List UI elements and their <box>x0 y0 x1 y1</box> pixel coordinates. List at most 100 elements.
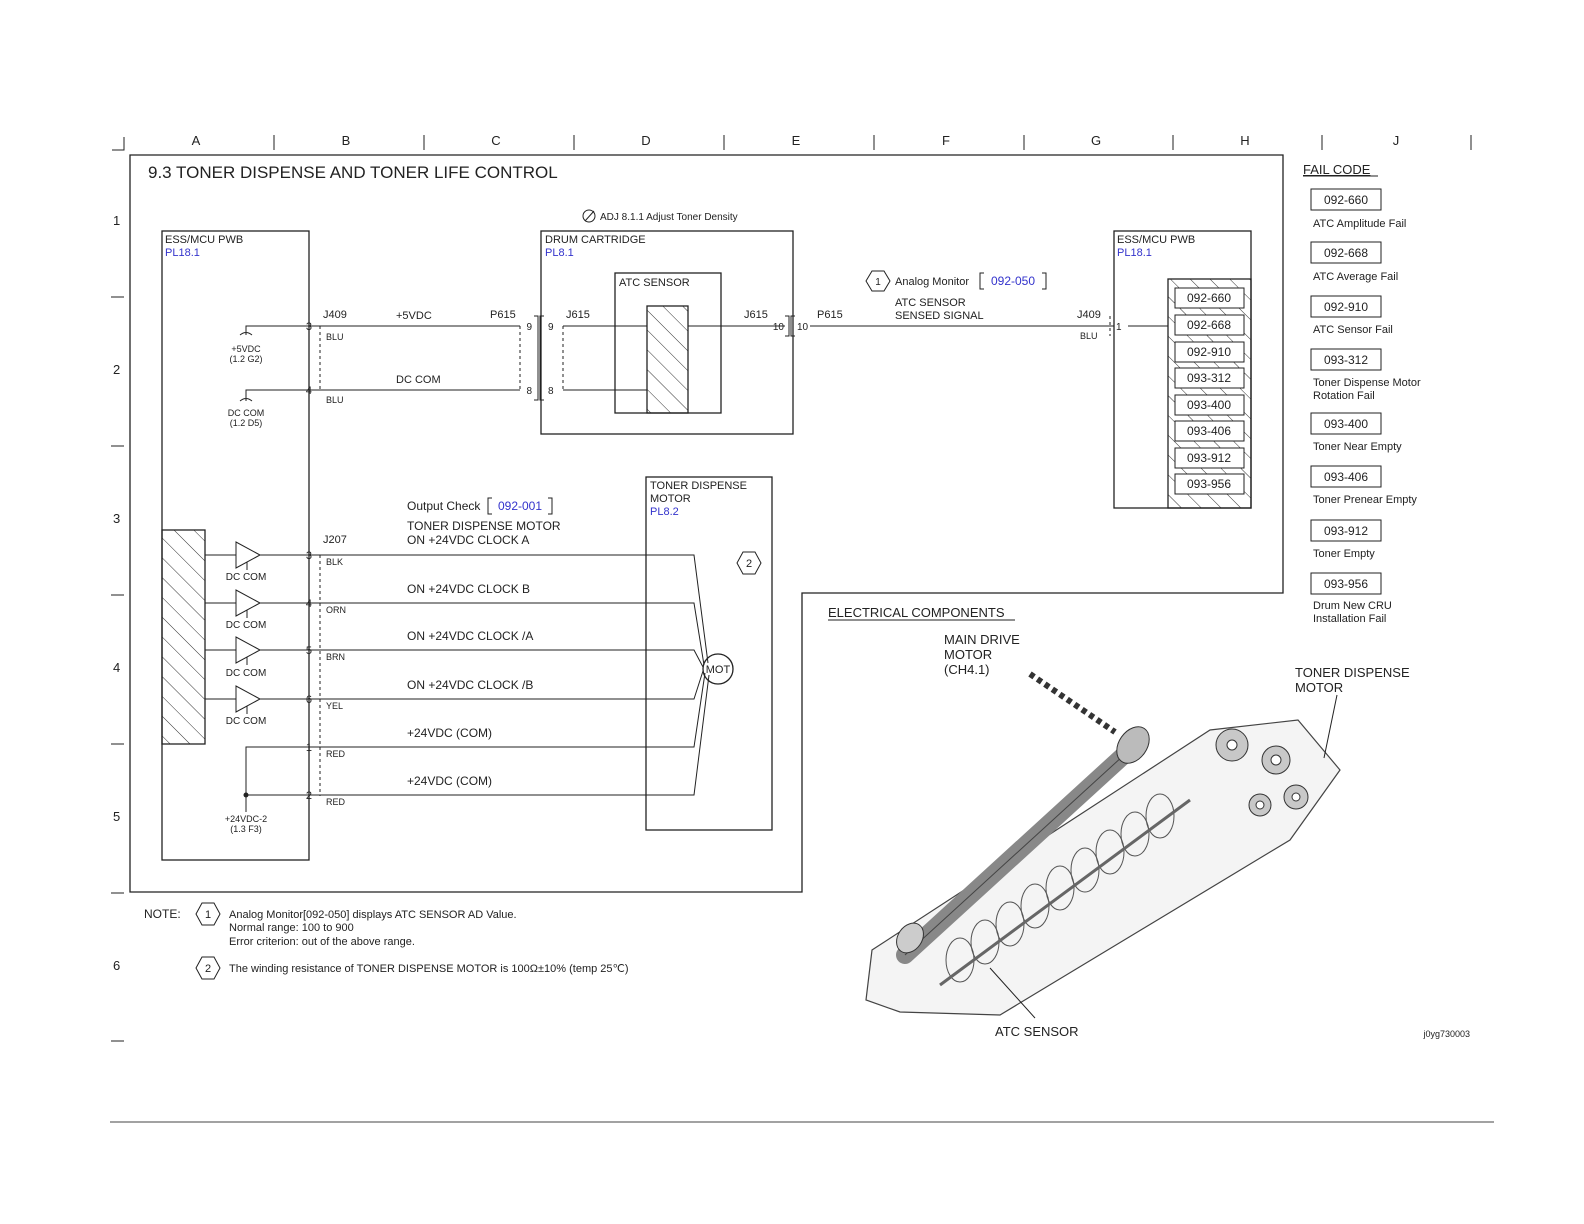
analog-monitor-link[interactable]: 092-050 <box>979 272 1047 290</box>
svg-text:DC COM: DC COM <box>226 668 267 679</box>
svg-text:DRUM CARTRIDGE: DRUM CARTRIDGE <box>545 234 646 246</box>
svg-text:Drum New CRU: Drum New CRU <box>1313 600 1392 612</box>
svg-text:Toner Prenear Empty: Toner Prenear Empty <box>1313 494 1417 506</box>
motor-drivers <box>205 541 309 714</box>
motor-ref-link[interactable]: PL8.2 <box>650 506 679 518</box>
supply-5vdc: +5VDC (1.2 G2) <box>229 325 309 364</box>
svg-text:1: 1 <box>1116 322 1122 333</box>
svg-text:YEL: YEL <box>326 701 343 711</box>
svg-text:Toner Empty: Toner Empty <box>1313 548 1375 560</box>
svg-text:ON +24VDC CLOCK B: ON +24VDC CLOCK B <box>407 582 530 596</box>
svg-text:092-668: 092-668 <box>1324 246 1368 260</box>
svg-text:9: 9 <box>548 322 554 333</box>
svg-text:DC COM: DC COM <box>396 374 441 386</box>
svg-text:1: 1 <box>306 742 312 754</box>
svg-text:1: 1 <box>875 277 881 288</box>
svg-text:Error criterion: out of the ab: Error criterion: out of the above range. <box>229 936 415 948</box>
svg-text:Installation Fail: Installation Fail <box>1313 613 1386 625</box>
svg-text:ADJ 8.1.1 Adjust Toner Density: ADJ 8.1.1 Adjust Toner Density <box>600 212 738 223</box>
row-label: 1 <box>113 213 120 228</box>
svg-text:ATC Sensor Fail: ATC Sensor Fail <box>1313 324 1393 336</box>
svg-text:DC COM: DC COM <box>228 408 265 418</box>
svg-text:DC COM: DC COM <box>226 716 267 727</box>
svg-text:(1.2 G2): (1.2 G2) <box>229 354 262 364</box>
svg-text:093-312: 093-312 <box>1187 371 1231 385</box>
svg-text:10: 10 <box>773 322 785 333</box>
svg-text:ATC Average Fail: ATC Average Fail <box>1313 271 1398 283</box>
note-2: 2 The winding resistance of TONER DISPEN… <box>195 956 629 980</box>
svg-text:ATC SENSOR: ATC SENSOR <box>895 297 966 309</box>
svg-text:8: 8 <box>548 386 554 397</box>
diagram-frame <box>129 154 1284 893</box>
svg-text:ON +24VDC CLOCK A: ON +24VDC CLOCK A <box>407 533 529 547</box>
svg-text:(CH4.1): (CH4.1) <box>944 662 990 677</box>
svg-text:2: 2 <box>306 790 312 802</box>
col-label: E <box>792 133 801 148</box>
col-label: G <box>1091 133 1101 148</box>
svg-text:3: 3 <box>306 321 312 333</box>
svg-text:10: 10 <box>797 322 809 333</box>
row-label: 2 <box>113 362 120 377</box>
toner-dispense-motor-box <box>645 476 773 831</box>
svg-text:092-910: 092-910 <box>1324 300 1368 314</box>
svg-text:4: 4 <box>306 385 312 397</box>
note-marker-2: 2 <box>736 551 762 575</box>
svg-text:+5VDC: +5VDC <box>396 310 432 322</box>
col-label: J <box>1393 133 1400 148</box>
supply-dc-com: DC COM (1.2 D5) <box>228 389 309 428</box>
ess-left-ref-link[interactable]: PL18.1 <box>165 247 200 259</box>
conn-j615-right: J615 <box>744 309 768 321</box>
svg-text:TONER DISPENSE MOTOR: TONER DISPENSE MOTOR <box>407 519 561 533</box>
svg-text:092-660: 092-660 <box>1324 193 1368 207</box>
motor-wires <box>309 554 710 796</box>
row-label: 6 <box>113 958 120 973</box>
svg-text:MOT: MOT <box>706 664 731 676</box>
components-heading: ELECTRICAL COMPONENTS <box>828 605 1005 620</box>
svg-text:BLU: BLU <box>326 395 344 405</box>
svg-text:+24VDC (COM): +24VDC (COM) <box>407 726 492 740</box>
svg-text:093-406: 093-406 <box>1187 424 1231 438</box>
svg-text:093-956: 093-956 <box>1187 477 1231 491</box>
svg-text:092-050[interactable]: 092-050 <box>991 274 1035 288</box>
svg-text:093-956: 093-956 <box>1324 577 1368 591</box>
note-marker-1: 1 <box>865 270 891 292</box>
row-ruler: 1 2 3 4 5 6 <box>111 213 124 1042</box>
drum-ref-link[interactable]: PL8.1 <box>545 247 574 259</box>
driver-ic <box>161 529 206 745</box>
svg-text:RED: RED <box>326 797 346 807</box>
svg-text:SENSED SIGNAL: SENSED SIGNAL <box>895 310 984 322</box>
svg-text:DC COM: DC COM <box>226 572 267 583</box>
svg-text:Toner Dispense Motor: Toner Dispense Motor <box>1313 377 1421 389</box>
svg-text:092-001[interactable]: 092-001 <box>498 499 542 513</box>
col-label: D <box>641 133 650 148</box>
conn-j409: J409 <box>323 309 347 321</box>
svg-text:(1.3 F3): (1.3 F3) <box>230 824 262 834</box>
svg-text:ATC SENSOR: ATC SENSOR <box>619 277 690 289</box>
svg-text:1: 1 <box>205 909 211 921</box>
column-ruler: A B C D E F G H J <box>112 133 1472 151</box>
conn-p615-right: P615 <box>817 309 843 321</box>
svg-text:8: 8 <box>526 386 532 397</box>
drum-cartridge <box>540 230 794 435</box>
adj-note: ADJ 8.1.1 Adjust Toner Density <box>582 209 738 223</box>
col-label: B <box>342 133 351 148</box>
svg-text:Rotation Fail: Rotation Fail <box>1313 390 1375 402</box>
svg-text:4: 4 <box>306 598 312 610</box>
svg-text:TONER DISPENSE: TONER DISPENSE <box>1295 665 1410 680</box>
svg-text:Analog Monitor: Analog Monitor <box>895 276 969 288</box>
note-1: 1 Analog Monitor[092-050] displays ATC S… <box>195 902 517 948</box>
svg-text:DC COM: DC COM <box>226 620 267 631</box>
svg-text:093-406: 093-406 <box>1324 470 1368 484</box>
row-label: 3 <box>113 511 120 526</box>
svg-text:Toner Near Empty: Toner Near Empty <box>1313 441 1402 453</box>
svg-text:092-660: 092-660 <box>1187 291 1231 305</box>
svg-text:The winding resistance of TONE: The winding resistance of TONER DISPENSE… <box>229 963 629 975</box>
col-label: F <box>942 133 950 148</box>
svg-text:2: 2 <box>205 963 211 975</box>
svg-text:093-400: 093-400 <box>1324 417 1368 431</box>
ess-right-ref-link[interactable]: PL18.1 <box>1117 247 1152 259</box>
svg-text:6: 6 <box>306 694 312 706</box>
conn-p615: P615 <box>490 309 516 321</box>
output-check-link[interactable]: 092-001 <box>487 497 553 515</box>
svg-text:+5VDC: +5VDC <box>231 344 261 354</box>
